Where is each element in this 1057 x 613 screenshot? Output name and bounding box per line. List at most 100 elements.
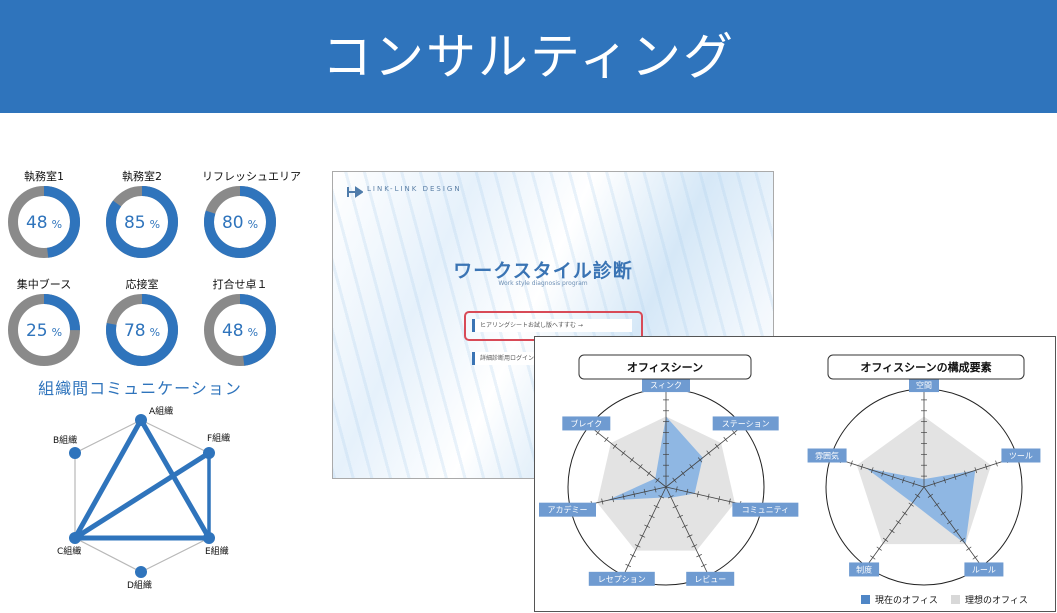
radar-tick	[595, 430, 601, 436]
network-title: 組織間コミュニケーション	[38, 379, 242, 398]
donut-percent: 25%	[26, 321, 62, 341]
radar-current-area	[866, 468, 976, 545]
radar-tick	[902, 477, 905, 484]
radar-tick	[689, 464, 694, 470]
network-link	[72, 417, 144, 541]
donut-chart: 80%	[204, 186, 276, 258]
donut-value-arc	[106, 294, 178, 366]
donut-label: 打合せ卓１	[212, 278, 268, 291]
trial-hearing-sheet-link[interactable]: ヒアリングシートお試し版へすすむ →	[472, 319, 632, 332]
radar-tick	[625, 563, 632, 568]
radar-tick	[881, 470, 884, 477]
radar-tick	[658, 495, 665, 499]
radar-tick	[686, 534, 693, 538]
radar-tick	[697, 457, 703, 463]
detailed-diagnosis-login-link[interactable]: 詳細診断用ログイン	[472, 352, 552, 365]
radar-axis-tag	[539, 502, 596, 517]
radar-axis-line	[665, 486, 709, 576]
legend-current-label: 現在のオフィス	[875, 596, 938, 606]
radar-tick	[644, 524, 650, 528]
network-node-label: C組織	[57, 545, 81, 557]
radar-tick	[946, 520, 953, 525]
radar-tick	[634, 544, 641, 548]
radar-tick	[667, 495, 674, 499]
radar-axis-label: レビュー	[694, 575, 726, 584]
donut-chart: 85%	[106, 186, 178, 258]
diagnosis-subtitle: Work style diagnosis program	[498, 280, 588, 287]
radar-axis-tag	[642, 378, 690, 393]
legend-ideal: 理想のオフィス	[951, 593, 1028, 606]
radar-tick	[953, 473, 957, 480]
radar-tick	[964, 470, 967, 477]
radar-tick	[672, 477, 677, 483]
radar-tick	[718, 496, 721, 503]
radar-axis-label: 空間	[916, 380, 932, 390]
radar-axis-tag	[964, 562, 1004, 577]
radar-axis-label: 制度	[856, 564, 872, 574]
network-node	[69, 447, 81, 459]
radar-tick	[677, 514, 684, 519]
radar-chart: スィンクステーションコミュニティレビューレセプションアカデミーブレイクオフィスシ…	[539, 354, 799, 586]
radar-axis-tag	[712, 416, 779, 431]
radar-axis-tag	[1001, 448, 1041, 463]
network-link	[138, 417, 212, 541]
radar-tick	[643, 488, 646, 495]
donut-label: リフレッシュエリア	[202, 170, 301, 183]
radar-axis-tag	[686, 571, 735, 586]
radar-axis-tag	[849, 562, 880, 577]
network-node	[69, 532, 81, 544]
radar-tick	[860, 463, 864, 470]
radar-tick	[633, 491, 636, 498]
radar-axis-label: 雰囲気	[815, 451, 839, 461]
radar-title: オフィスシーンの構成要素	[860, 360, 991, 374]
radar-tick	[653, 505, 660, 509]
radar-axis-tag	[909, 378, 939, 393]
donut-percent: 48%	[26, 213, 62, 233]
network-node-label: A組織	[149, 405, 173, 417]
radar-tick	[682, 524, 688, 528]
radar-tick	[707, 493, 710, 500]
donut-percent: 85%	[124, 213, 160, 233]
radar-title-box	[827, 354, 1025, 380]
radar-tick	[686, 488, 689, 495]
radar-axis-line	[866, 486, 925, 567]
donut-percent: 80%	[222, 213, 258, 233]
radar-axis-tag	[588, 571, 655, 586]
radar-axis-line	[923, 486, 982, 567]
radar-tick	[672, 505, 679, 509]
radar-tick	[972, 555, 978, 560]
radar-tick	[995, 460, 998, 467]
radar-tick	[902, 511, 908, 516]
radar-tick	[927, 493, 934, 498]
radar-tick	[882, 537, 889, 542]
legend-ideal-label: 理想のオフィス	[965, 596, 1028, 606]
radar-tick	[974, 467, 978, 474]
logo-mark-icon	[347, 183, 364, 198]
radar-tick	[680, 470, 686, 476]
network-node-label: B組織	[53, 434, 77, 446]
radar-tick	[654, 486, 657, 493]
radar-tick	[934, 502, 940, 507]
radar-tick	[629, 457, 635, 463]
brand-logo: LINK-LINK DESIGN	[347, 182, 462, 198]
radar-tick	[891, 473, 895, 480]
network-node	[135, 414, 147, 426]
radar-tick	[914, 493, 921, 498]
legend-current: 現在のオフィス	[861, 593, 938, 606]
radar-axis-tag	[562, 416, 611, 431]
radar-tick	[696, 554, 702, 558]
donut-percent: 48%	[222, 321, 258, 341]
radar-axis-tag	[807, 448, 847, 463]
radar-tick	[646, 470, 652, 476]
radar-tick	[621, 450, 626, 456]
donut-value-arc	[8, 186, 80, 258]
radar-tick	[706, 450, 711, 456]
network-node	[203, 447, 215, 459]
radar-tick	[912, 480, 915, 487]
radar-tick	[984, 463, 988, 470]
radar-tick	[675, 486, 678, 493]
radar-axis-label: ツール	[1009, 452, 1033, 461]
radar-tick	[604, 436, 609, 443]
